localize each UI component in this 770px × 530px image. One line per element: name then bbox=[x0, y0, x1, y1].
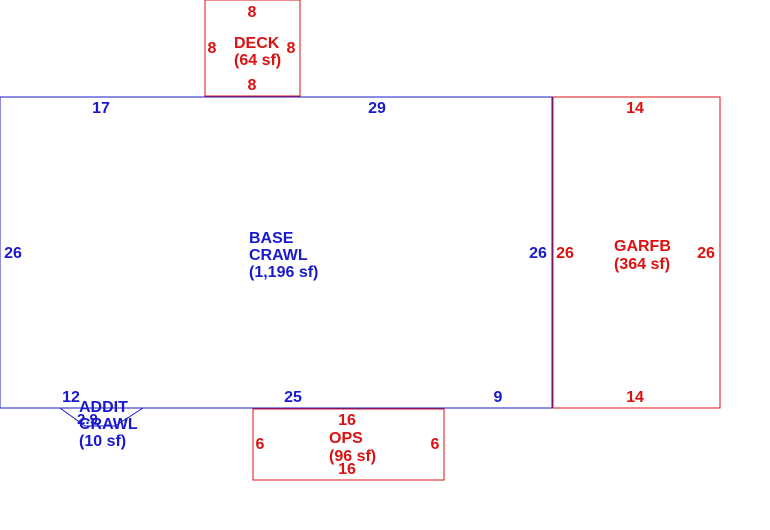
addit-crawl-area: 2.9 ADDIT CRAWL (10 sf) bbox=[59, 399, 144, 450]
base-dim-bottom-mid: 25 bbox=[284, 389, 302, 406]
garage-dim-left: 26 bbox=[556, 245, 574, 262]
addit-label-line1: ADDIT bbox=[79, 399, 128, 416]
base-dim-right: 26 bbox=[529, 245, 547, 262]
deck-dim-top: 8 bbox=[248, 4, 257, 21]
deck-outline bbox=[204, 0, 301, 97]
ops-outline bbox=[252, 408, 445, 481]
ops-dim-right: 6 bbox=[431, 436, 440, 453]
deck-area-label: (64 sf) bbox=[234, 52, 281, 69]
garage-dim-top: 14 bbox=[626, 100, 644, 117]
deck-dim-right: 8 bbox=[287, 40, 296, 57]
garage-outline bbox=[552, 96, 721, 409]
base-dim-bottom-right: 9 bbox=[494, 389, 503, 406]
base-label-line2: CRAWL bbox=[249, 247, 308, 264]
garage-area: 14 26 26 GARFB (364 sf) 14 bbox=[552, 96, 721, 409]
addit-dim-overlap: 2.9 bbox=[77, 411, 98, 428]
ops-dim-top: 16 bbox=[338, 412, 356, 429]
base-dim-bottom-left: 12 bbox=[62, 389, 80, 406]
garage-dim-bottom: 14 bbox=[626, 389, 644, 406]
ops-dim-left: 6 bbox=[256, 436, 265, 453]
base-label-line1: BASE bbox=[249, 230, 294, 247]
ops-area-label: (96 sf) bbox=[329, 448, 376, 465]
garage-dim-right: 26 bbox=[697, 245, 715, 262]
base-dim-left: 26 bbox=[4, 245, 22, 262]
base-outline bbox=[0, 96, 553, 409]
base-dim-top-left: 17 bbox=[92, 100, 110, 117]
ops-dim-bottom: 16 bbox=[338, 461, 356, 478]
garage-label: GARFB bbox=[614, 238, 671, 255]
deck-label: DECK bbox=[234, 35, 280, 52]
addit-label-line2: CRAWL bbox=[79, 416, 138, 433]
garage-area-label: (364 sf) bbox=[614, 256, 670, 273]
ops-label: OPS bbox=[329, 430, 363, 447]
deck-dim-left: 8 bbox=[208, 40, 217, 57]
ops-area: 16 6 6 OPS (96 sf) 16 bbox=[252, 408, 445, 481]
base-dim-top-right: 29 bbox=[368, 100, 386, 117]
deck-area: 8 8 8 DECK (64 sf) 8 bbox=[204, 0, 301, 97]
base-crawl-area: 17 29 26 26 BASE CRAWL (1,196 sf) 12 25 … bbox=[0, 96, 553, 409]
base-area-label: (1,196 sf) bbox=[249, 264, 318, 281]
addit-area-label: (10 sf) bbox=[79, 433, 126, 450]
addit-outline bbox=[59, 407, 144, 427]
deck-dim-bottom: 8 bbox=[248, 77, 257, 94]
